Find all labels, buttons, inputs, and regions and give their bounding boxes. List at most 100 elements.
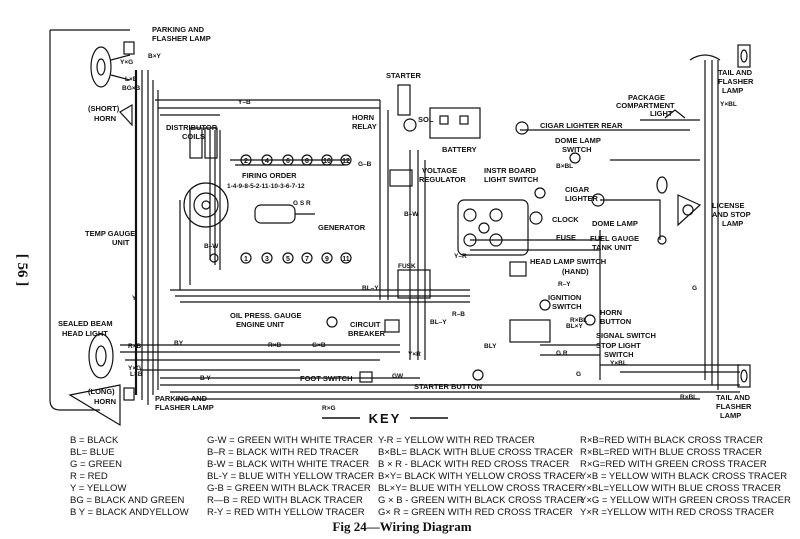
label-cigar-lighter: CIGAR	[565, 185, 590, 194]
circuit-breaker-icon	[384, 319, 400, 333]
svg-text:8: 8	[305, 158, 309, 165]
svg-text:LIGHTER: LIGHTER	[565, 194, 598, 203]
svg-text:4: 4	[265, 158, 269, 165]
key-col-1: B = BLACK BL= BLUE G = GREEN R = RED Y =…	[70, 435, 189, 518]
svg-text:G–B: G–B	[358, 161, 372, 168]
wire-tags: Y×G B×Y L×B BG×B Y–B G–B B–W B–W BL–Y BL…	[120, 53, 737, 412]
firing-numbers-bottom: 1 3 5 7 9 11	[244, 256, 350, 263]
svg-text:Y×BL: Y×BL	[610, 360, 627, 367]
horn-short-icon	[90, 46, 131, 88]
fuel-gauge-tank-icon	[657, 235, 667, 245]
svg-text:BL×Y: BL×Y	[566, 323, 583, 330]
svg-text:UNIT: UNIT	[112, 238, 130, 247]
label-instr-board: INSTR BOARD	[484, 166, 537, 175]
clock-icon	[529, 211, 543, 225]
page-number: [ 56 ]	[14, 254, 30, 287]
label-horn-long: (LONG)	[88, 387, 115, 396]
dome-lamp-icon	[591, 193, 605, 207]
svg-text:Y = YELLOW: Y = YELLOW	[70, 483, 126, 494]
label-firing-order: FIRING ORDER	[242, 171, 297, 180]
svg-text:Y×G = YELLOW WITH GREEN CROSS: Y×G = YELLOW WITH GREEN CROSS TRACER	[580, 495, 791, 506]
svg-text:1: 1	[244, 256, 248, 263]
svg-text:G × B - GREEN WITH BLACK CROSS: G × B - GREEN WITH BLACK CROSS TRACER	[378, 495, 584, 506]
label-starter: STARTER	[386, 71, 421, 80]
label-license-lamp: LICENSE	[712, 201, 745, 210]
solenoid-icon	[403, 118, 417, 132]
spark-plugs-bottom	[240, 252, 352, 264]
package-light-icon	[664, 109, 686, 119]
component-labels: PARKING AND FLASHER LAMP (SHORT) HORN DI…	[58, 25, 754, 420]
key-col-3: Y-R = YELLOW WITH RED TRACER B×BL= BLACK…	[378, 435, 584, 518]
label-fusk: FUSK	[398, 263, 416, 270]
svg-text:COILS: COILS	[182, 132, 205, 141]
svg-text:11: 11	[342, 256, 350, 263]
svg-text:5: 5	[286, 256, 290, 263]
label-distributor: DISTRIBUTOR	[166, 123, 218, 132]
svg-text:Y-R = YELLOW WITH RED TRACER: Y-R = YELLOW WITH RED TRACER	[378, 435, 535, 446]
svg-text:B×Y= BLACK WITH YELLOW CROSS T: B×Y= BLACK WITH YELLOW CROSS TRACER	[378, 471, 583, 482]
spark-plugs-top	[240, 154, 352, 166]
label-generator: GENERATOR	[318, 223, 366, 232]
svg-text:Y–R: Y–R	[454, 253, 467, 260]
svg-text:6: 6	[286, 158, 290, 165]
svg-text:LAMP: LAMP	[720, 411, 741, 420]
svg-text:B Y: B Y	[200, 375, 211, 382]
svg-text:R—B = RED WITH BLACK TRACER: R—B = RED WITH BLACK TRACER	[207, 495, 363, 506]
svg-text:G-B = GREEN WITH BLACK TRACER: G-B = GREEN WITH BLACK TRACER	[207, 483, 371, 494]
label-package-light: PACKAGE	[628, 93, 665, 102]
label-stop-switch: STOP LIGHT	[596, 341, 641, 350]
svg-text:9: 9	[325, 256, 329, 263]
label-fuel-gauge: FUEL GAUGE	[590, 234, 639, 243]
label-starter-button: STARTER BUTTON	[414, 382, 482, 391]
svg-text:R–B: R–B	[452, 311, 465, 318]
svg-text:HEAD LIGHT: HEAD LIGHT	[62, 329, 108, 338]
label-fuse: FUSE	[556, 233, 576, 242]
svg-text:Y×B = YELLOW WITH BLACK CROSS: Y×B = YELLOW WITH BLACK CROSS TRACER	[580, 471, 787, 482]
svg-text:REGULATOR: REGULATOR	[419, 175, 466, 184]
starter-button-icon	[472, 369, 484, 381]
svg-text:FLASHER: FLASHER	[718, 77, 754, 86]
label-sol: SOL	[418, 115, 434, 124]
label-circuit-breaker: CIRCUIT	[350, 320, 381, 329]
svg-text:GW: GW	[392, 373, 404, 380]
svg-text:G R: G R	[556, 350, 568, 357]
svg-text:L×B: L×B	[125, 76, 138, 83]
svg-text:COMPARTMENT: COMPARTMENT	[616, 101, 675, 110]
svg-text:BUTTON: BUTTON	[600, 317, 631, 326]
label-signal-switch: SIGNAL SWITCH	[596, 331, 656, 340]
svg-text:Y–B: Y–B	[238, 99, 251, 106]
svg-text:HORN: HORN	[94, 114, 116, 123]
coils-icon	[189, 127, 218, 159]
svg-text:R×B: R×B	[128, 343, 141, 350]
svg-text:R–Y: R–Y	[558, 281, 571, 288]
key-title: KEY	[369, 411, 402, 426]
svg-text:TANK UNIT: TANK UNIT	[592, 243, 632, 252]
svg-text:BL-Y = BLUE WITH YELLOW TRACER: BL-Y = BLUE WITH YELLOW TRACER	[207, 471, 374, 482]
svg-text:R×B: R×B	[268, 342, 281, 349]
label-foot-switch: FOOT SWITCH	[300, 374, 353, 383]
svg-text:Y×R: Y×R	[408, 351, 421, 358]
key-section: KEY B = BLACK BL= BLUE G = GREEN R = RED…	[70, 411, 791, 518]
starter-icon	[397, 84, 411, 116]
svg-text:FLASHER LAMP: FLASHER LAMP	[152, 34, 211, 43]
wire-harness	[49, 29, 740, 411]
svg-text:BY: BY	[174, 340, 184, 347]
label-clock: CLOCK	[552, 215, 579, 224]
generator-icon	[254, 204, 315, 224]
label-dome-switch: DOME LAMP	[555, 136, 601, 145]
label-temp-gauge: TEMP GAUGE	[85, 229, 135, 238]
svg-text:LIGHT SWITCH: LIGHT SWITCH	[484, 175, 538, 184]
svg-text:(HAND): (HAND)	[562, 267, 589, 276]
svg-text:LIGHT: LIGHT	[650, 109, 673, 118]
svg-text:10: 10	[323, 158, 331, 165]
horn-button-icon	[584, 314, 596, 326]
ignition-switch-icon	[539, 299, 551, 311]
svg-text:1-4-9-8-5-2-11-10-3-6-7-12: 1-4-9-8-5-2-11-10-3-6-7-12	[227, 183, 305, 190]
label-cigar-lighter-rear: CIGAR LIGHTER REAR	[540, 121, 623, 130]
svg-text:B×Y: B×Y	[148, 53, 161, 60]
svg-text:FLASHER: FLASHER	[716, 402, 752, 411]
cigar-lighter-icon	[534, 187, 546, 199]
temp-gauge-unit-icon	[209, 253, 219, 263]
svg-text:R-Y = RED WITH YELLOW TRACER: R-Y = RED WITH YELLOW TRACER	[207, 507, 365, 518]
